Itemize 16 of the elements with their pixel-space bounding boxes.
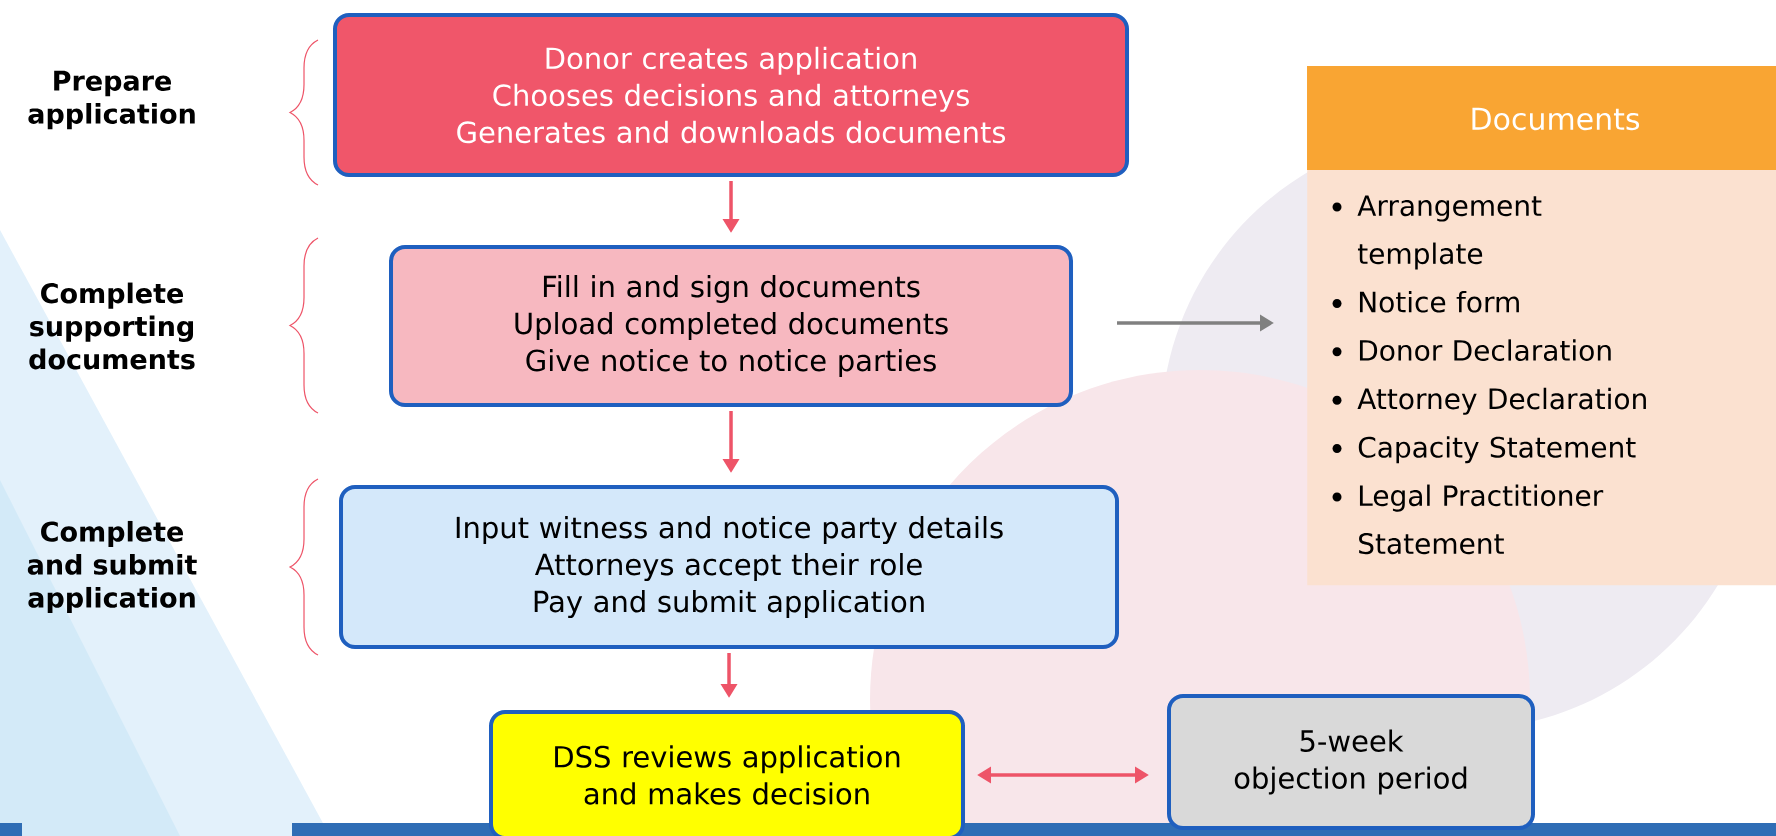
- bullet-item: Arrangement template: [1357, 195, 1542, 270]
- bullet-item: Legal Practitioner Statement: [1359, 484, 1604, 555]
- panel-heading: Documents: [1472, 107, 1640, 131]
- stage-label: Complete supporting documents: [29, 282, 195, 370]
- bullet-item: Donor Declaration: [1359, 339, 1611, 361]
- bullet-item: Attorney Declaration: [1357, 387, 1646, 415]
- stage-label: Prepare application: [28, 70, 195, 130]
- bullet-item: Notice form: [1359, 290, 1519, 313]
- process-box: Fill in and sign documents Upload completed documents Give notice to notice parties: [389, 245, 1073, 407]
- decision-box: DSS reviews application and makes decision: [489, 710, 965, 836]
- documents-panel: [1307, 66, 1776, 586]
- bullet-item: Capacity Statement: [1358, 436, 1636, 464]
- process-box: Input witness and notice party details Attorneys accept their role Pay and submit application: [339, 485, 1119, 649]
- process-box: Donor creates application Chooses decisions and attorneys Generates and downloads documents: [333, 13, 1129, 177]
- period-box: 5-week objection period: [1167, 694, 1535, 830]
- stage-label: Complete and submit application: [27, 520, 197, 614]
